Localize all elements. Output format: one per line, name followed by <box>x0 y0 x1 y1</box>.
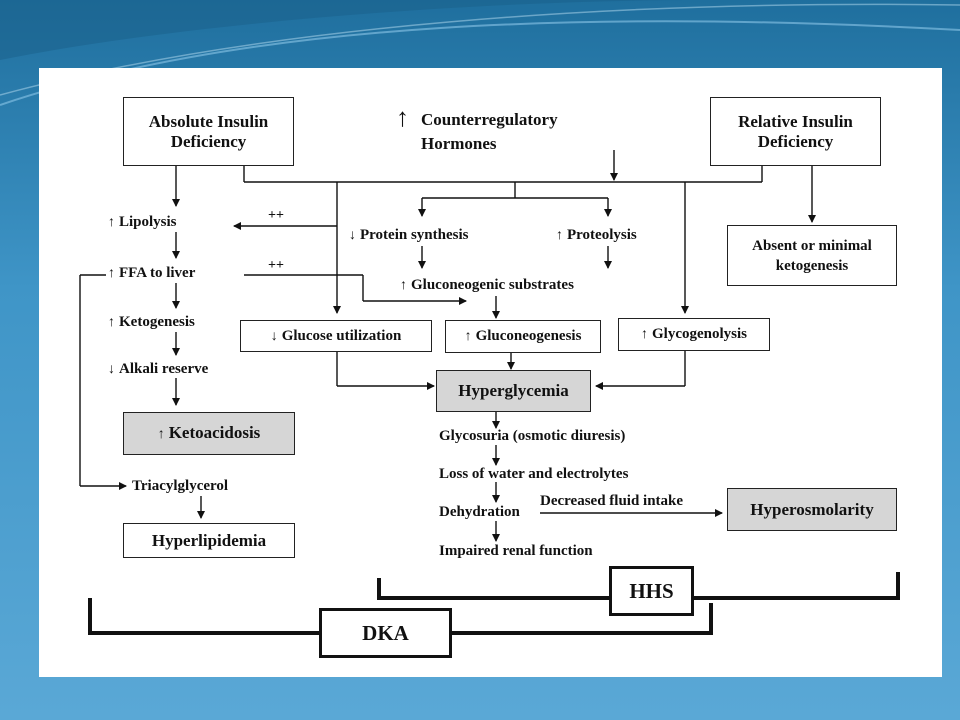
relative-insulin-deficiency-box: Relative Insulin Deficiency <box>710 97 881 166</box>
absolute-insulin-deficiency-label: Absolute Insulin Deficiency <box>148 111 269 151</box>
plus-plus-2: ++ <box>268 258 284 273</box>
glycogenolysis-box: Glycogenolysis <box>618 318 770 351</box>
hhs-label: HHS <box>629 578 674 603</box>
gluconeogenic-substrates-label: Gluconeogenic substrates <box>400 277 574 294</box>
relative-insulin-deficiency-label: Relative Insulin Deficiency <box>738 111 853 151</box>
ketoacidosis-label: Ketoacidosis <box>158 423 261 445</box>
gluconeogenesis-label: Gluconeogenesis <box>465 328 582 345</box>
hyperosmolarity-label: Hyperosmolarity <box>750 499 874 519</box>
hyperlipidemia-label: Hyperlipidemia <box>151 530 267 550</box>
plus-plus-1: ++ <box>268 208 284 223</box>
proteolysis-label: Proteolysis <box>556 227 637 244</box>
glycosuria-label: Glycosuria (osmotic diuresis) <box>439 428 626 444</box>
dka-label: DKA <box>362 620 409 645</box>
gluconeogenesis-box: Gluconeogenesis <box>445 320 601 353</box>
glucose-utilization-label: Glucose utilization <box>271 328 402 345</box>
ketogenesis-label: Ketogenesis <box>108 314 195 331</box>
hyperglycemia-label: Hyperglycemia <box>458 381 569 400</box>
lipolysis-label: Lipolysis <box>108 214 177 231</box>
dka-label-box: DKA <box>319 608 452 658</box>
hyperosmolarity-box: Hyperosmolarity <box>727 488 897 531</box>
decreased-fluid-intake-label: Decreased fluid intake <box>540 493 684 509</box>
ffa-to-liver-label: FFA to liver <box>108 265 195 282</box>
dehydration-label: Dehydration <box>439 504 520 520</box>
protein-synthesis-label: Protein synthesis <box>349 227 468 244</box>
alkali-reserve-label: Alkali reserve <box>108 361 208 378</box>
loss-water-electrolytes-label: Loss of water and electrolytes <box>439 466 629 482</box>
hyperlipidemia-box: Hyperlipidemia <box>123 523 295 558</box>
glycogenolysis-label: Glycogenolysis <box>641 326 747 343</box>
triacylglycerol-label: Triacylglycerol <box>132 478 229 494</box>
counterregulatory-up-arrow-icon: ↑ <box>396 103 409 132</box>
absolute-insulin-deficiency-box: Absolute Insulin Deficiency <box>123 97 294 166</box>
absent-ketogenesis-label: Absent or minimal ketogenesis <box>752 237 872 274</box>
hyperglycemia-box: Hyperglycemia <box>436 370 591 412</box>
counterregulatory-hormones-label: Counterregulatory Hormones <box>421 110 558 153</box>
glucose-utilization-box: Glucose utilization <box>240 320 432 352</box>
ketoacidosis-box: Ketoacidosis <box>123 412 295 455</box>
absent-ketogenesis-box: Absent or minimal ketogenesis <box>727 225 897 286</box>
hhs-label-box: HHS <box>609 566 694 616</box>
impaired-renal-function-label: Impaired renal function <box>439 543 593 559</box>
